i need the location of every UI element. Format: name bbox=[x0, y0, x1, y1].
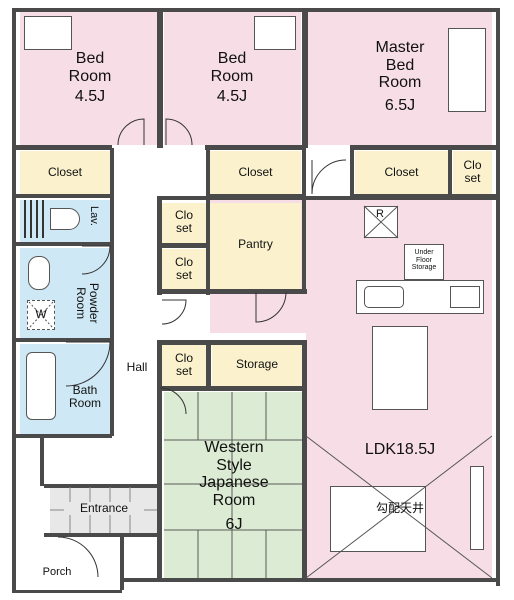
storage bbox=[212, 345, 302, 387]
bedroom-middle-label: Bed Room bbox=[210, 50, 254, 85]
closet-right-label: Closet bbox=[384, 165, 419, 179]
closet-middle-label: Closet bbox=[238, 165, 273, 179]
closet-a-label: Clo set bbox=[174, 208, 193, 236]
hall-label: Hall bbox=[126, 360, 148, 374]
bed-middle bbox=[254, 16, 296, 50]
closet-c bbox=[162, 345, 206, 387]
closet-a bbox=[162, 203, 206, 243]
pantry-label: Pantry bbox=[238, 237, 273, 251]
master-bedroom-label: Master Bed Room bbox=[375, 39, 425, 92]
toilet bbox=[50, 208, 80, 230]
entrance-label: Entrance bbox=[64, 501, 144, 516]
bedroom-left-size: 4.5J bbox=[74, 88, 106, 105]
bath-room-label: Bath Room bbox=[68, 383, 101, 411]
closet-small-right-label: Clo set bbox=[463, 158, 482, 186]
japanese-room-size: 6J bbox=[225, 516, 243, 533]
closet-c-label: Clo set bbox=[174, 351, 193, 379]
under-floor-storage-box bbox=[404, 244, 444, 280]
sloped-ceiling-label: 勾配天井 bbox=[375, 501, 424, 515]
porch-label: Porch bbox=[42, 566, 72, 578]
master-bedroom-size: 6.5J bbox=[384, 97, 416, 114]
closet-left-label: Closet bbox=[47, 165, 82, 179]
closet-right bbox=[355, 151, 448, 194]
bathtub bbox=[26, 352, 56, 420]
bedroom-left-label: Bed Room bbox=[68, 50, 112, 85]
tv-board bbox=[470, 466, 484, 550]
ldk-label: LDK18.5J bbox=[364, 441, 436, 458]
bed-master bbox=[448, 28, 486, 112]
washer-label: W bbox=[35, 307, 47, 321]
closet-b bbox=[162, 249, 206, 289]
closet-b-label: Clo set bbox=[174, 255, 193, 283]
closet-left bbox=[20, 151, 110, 194]
closet-middle bbox=[210, 151, 301, 194]
porch bbox=[20, 540, 120, 590]
powder-room-label: Powder Room bbox=[74, 282, 102, 324]
bed-left bbox=[24, 16, 72, 50]
refrigerator-label: R bbox=[376, 208, 384, 220]
sink bbox=[28, 256, 50, 290]
japanese-room-label: Western Style Japanese Room bbox=[199, 439, 269, 509]
kitchen-sink bbox=[364, 286, 404, 308]
pantry bbox=[210, 203, 301, 289]
lavatory-label: Lav. bbox=[88, 206, 100, 226]
bedroom-middle-size: 4.5J bbox=[216, 88, 248, 105]
sofa bbox=[330, 486, 426, 552]
japanese-room bbox=[164, 392, 302, 578]
storage-label: Storage bbox=[235, 357, 279, 371]
dining-table bbox=[372, 326, 428, 410]
under-floor-storage-label: Under Floor Storage bbox=[411, 249, 437, 272]
cooktop bbox=[450, 286, 480, 308]
closet-small-right bbox=[453, 151, 492, 194]
